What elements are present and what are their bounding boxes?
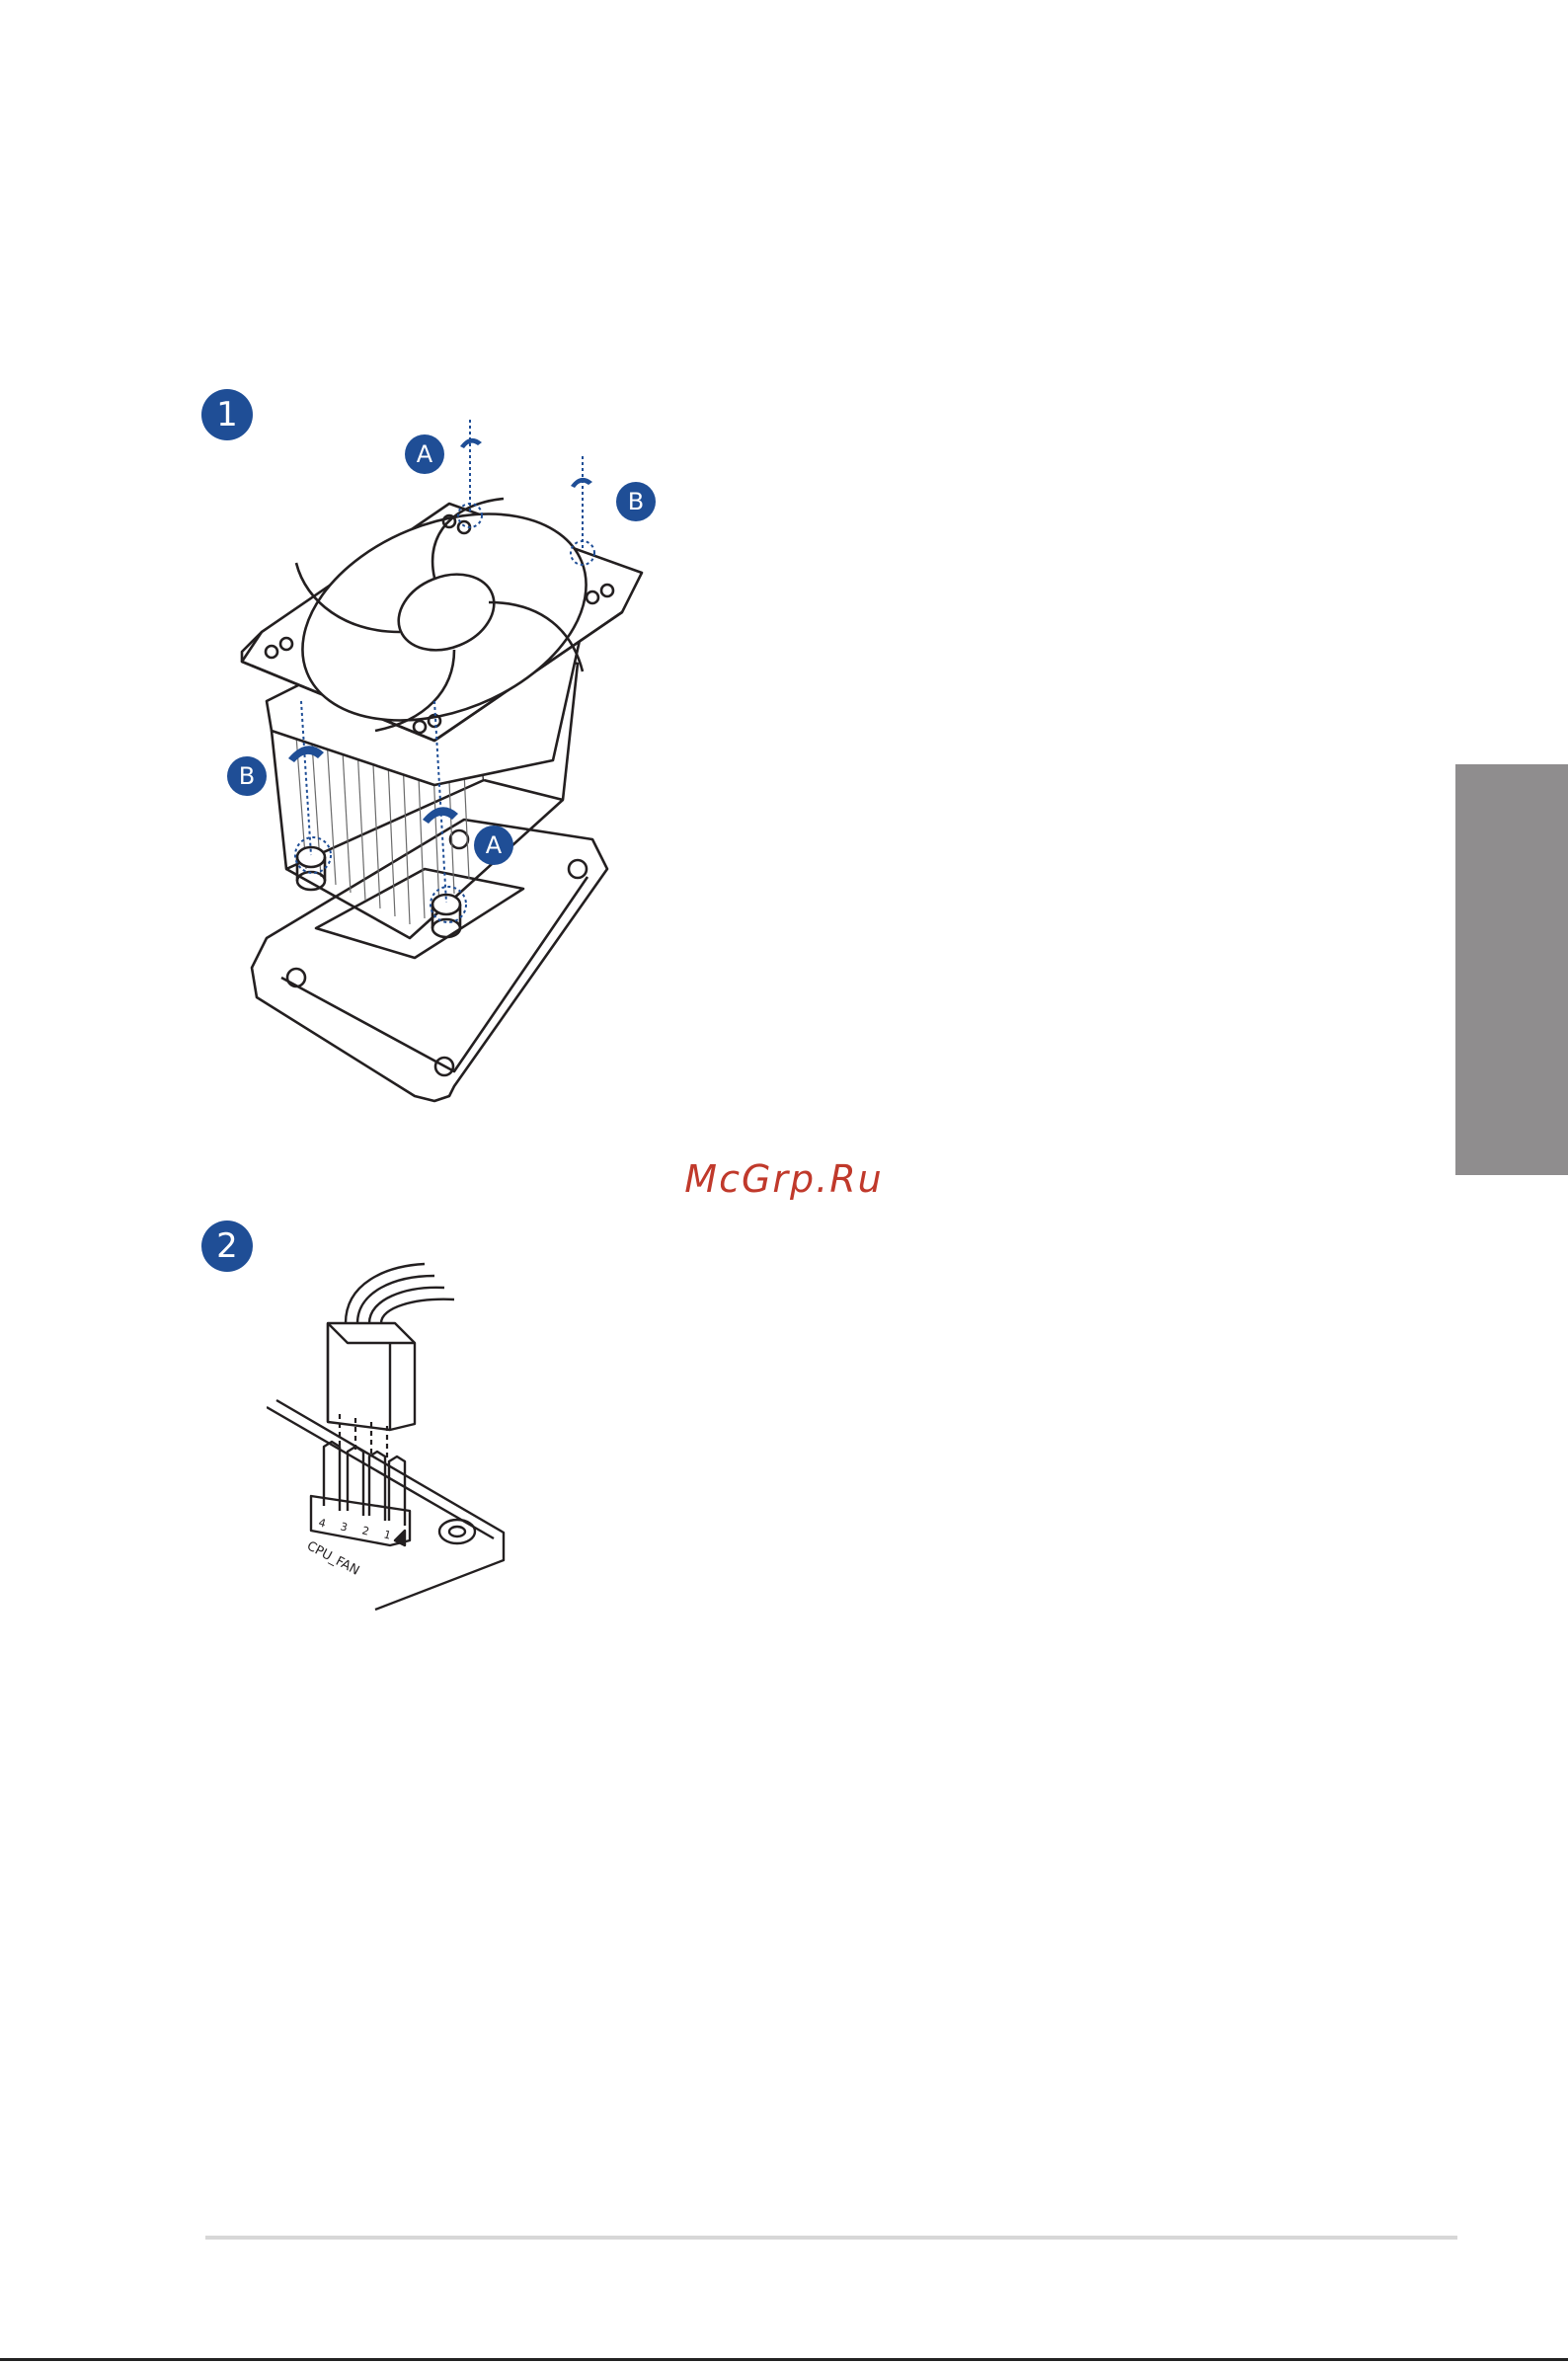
callout-b-top: B xyxy=(614,480,658,523)
chapter-side-tab xyxy=(1455,764,1568,1175)
page-bottom-border xyxy=(0,2358,1568,2361)
watermark: McGrp.Ru xyxy=(0,1157,1568,1201)
callout-b-left: B xyxy=(225,754,269,798)
callout-a-top: A xyxy=(403,433,446,476)
callout-a-right: A xyxy=(472,824,515,867)
callout-b-top-label: B xyxy=(628,488,644,515)
cpu-fan-header-label: CPU_FAN xyxy=(304,1538,361,1578)
callout-a-right-label: A xyxy=(486,831,503,859)
step-2-badge: 2 xyxy=(201,1221,253,1272)
callout-a-top-label: A xyxy=(417,440,433,468)
cpu-fan-connector-illustration: 4 3 2 1 CPU_FAN xyxy=(267,1244,513,1619)
callout-b-left-label: B xyxy=(239,762,255,790)
footer-rule xyxy=(205,2236,1457,2240)
